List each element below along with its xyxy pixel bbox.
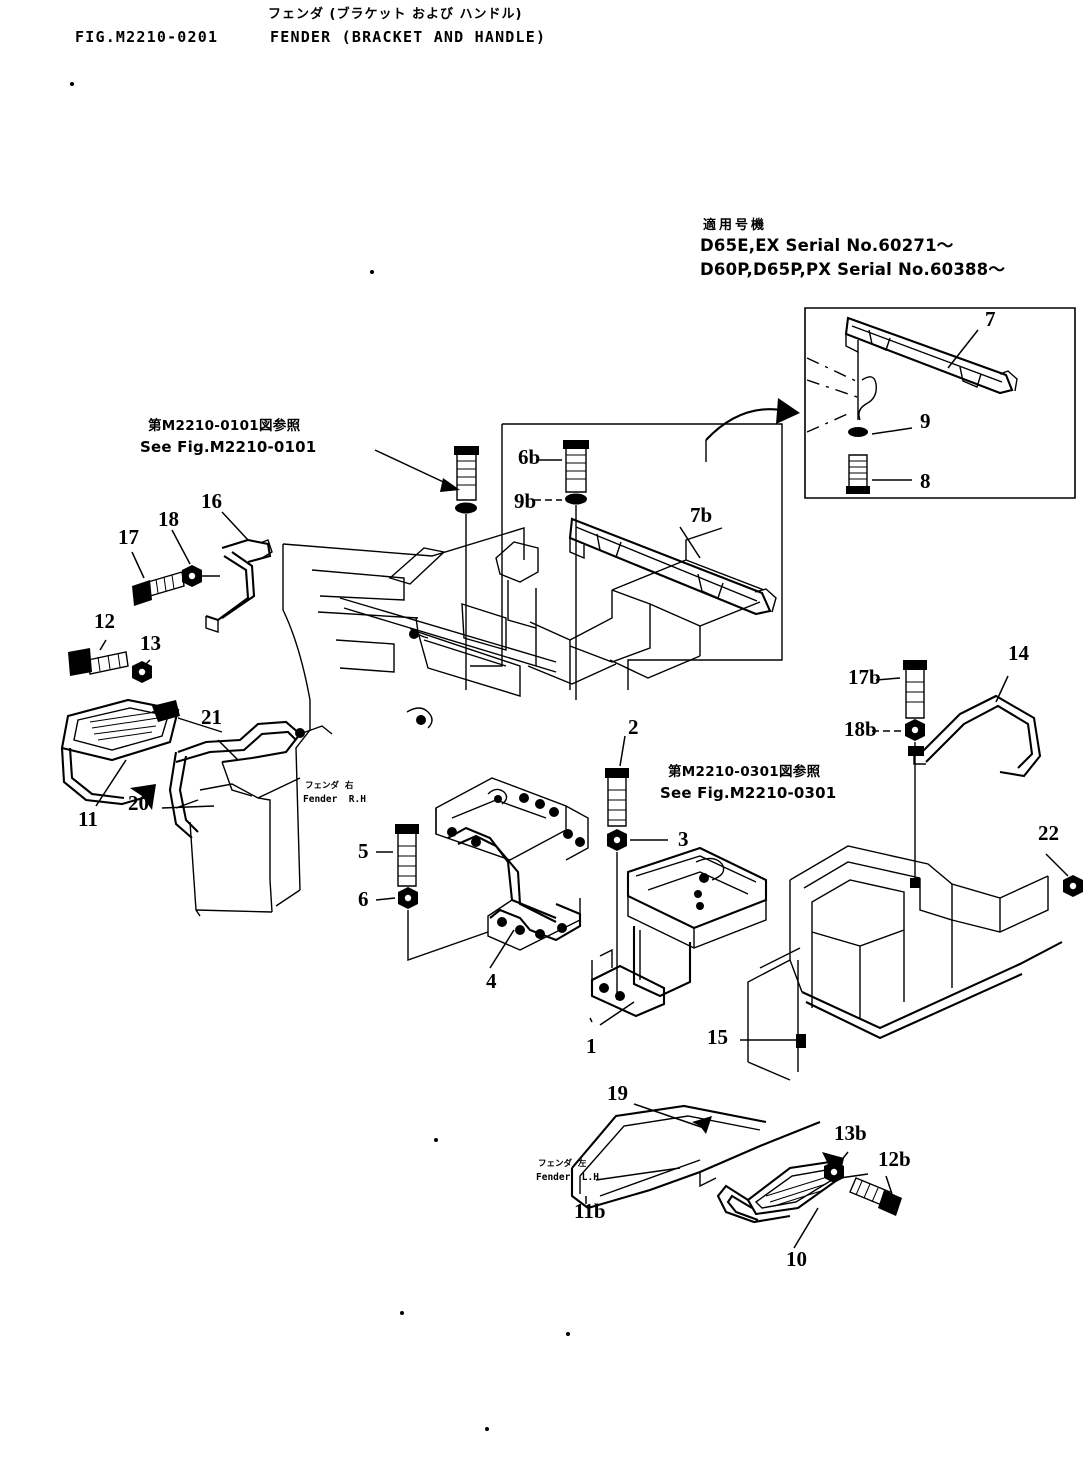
callout-20: 20 xyxy=(128,791,149,815)
title-english: FENDER (BRACKET AND HANDLE) xyxy=(270,28,547,46)
callout-12: 12 xyxy=(94,609,115,633)
callout-15: 15 xyxy=(707,1025,728,1049)
callout-18: 18 xyxy=(158,507,179,531)
reference-1-en: See Fig.M2210-0301 xyxy=(660,784,837,802)
callout-6: 6 xyxy=(358,887,369,911)
callout-17: 17 xyxy=(118,525,139,549)
serial-note-label: 適用号機 xyxy=(703,218,768,233)
callout-2: 2 xyxy=(628,715,639,739)
callout-22: 22 xyxy=(1038,821,1059,845)
callout-18-right: 18b xyxy=(844,717,877,741)
reference-0-en: See Fig.M2210-0101 xyxy=(140,438,317,456)
callout-8: 8 xyxy=(920,469,931,493)
callout-19: 19 xyxy=(607,1081,628,1105)
callout-7-main: 7b xyxy=(690,503,713,527)
reference-1-jp: 第M2210-0301図参照 xyxy=(668,764,821,780)
callout-21: 21 xyxy=(201,705,222,729)
callout-14: 14 xyxy=(1008,641,1029,665)
callout-17-right: 17b xyxy=(848,665,881,689)
side-label-rh-jp: フェンダ 右 xyxy=(305,781,354,791)
side-label-lh-en: Fender L.H xyxy=(536,1172,599,1183)
figure-number: FIG.M2210-0201 xyxy=(75,28,219,46)
callout-3: 3 xyxy=(678,827,689,851)
callout-9-main: 9b xyxy=(514,489,537,513)
callout-13: 13 xyxy=(140,631,161,655)
callout-5: 5 xyxy=(358,839,369,863)
callout-11-lower: 11b xyxy=(574,1199,606,1223)
title-japanese: フェンダ (ブラケット および ハンドル) xyxy=(268,7,523,22)
serial-note-line2: D60P,D65P,PX Serial No.60388～ xyxy=(700,260,1006,279)
callout-16: 16 xyxy=(201,489,222,513)
serial-note-line1: D65E,EX Serial No.60271～ xyxy=(700,236,954,255)
callout-7-inset: 7 xyxy=(985,307,996,331)
side-label-rh-en: Fender R.H xyxy=(303,794,366,805)
side-label-lh-jp: フェンダ 左 xyxy=(538,1159,587,1169)
callout-1: 1 xyxy=(586,1034,597,1058)
callout-12-lower: 12b xyxy=(878,1147,911,1171)
callout-4: 4 xyxy=(486,969,497,993)
callout-10: 10 xyxy=(786,1247,807,1271)
reference-0-jp: 第M2210-0101図参照 xyxy=(148,418,301,434)
callout-9-inset: 9 xyxy=(920,409,931,433)
callout-11: 11 xyxy=(78,807,98,831)
callout-13-lower: 13b xyxy=(834,1121,867,1145)
callout-6-upper: 6b xyxy=(518,445,541,469)
